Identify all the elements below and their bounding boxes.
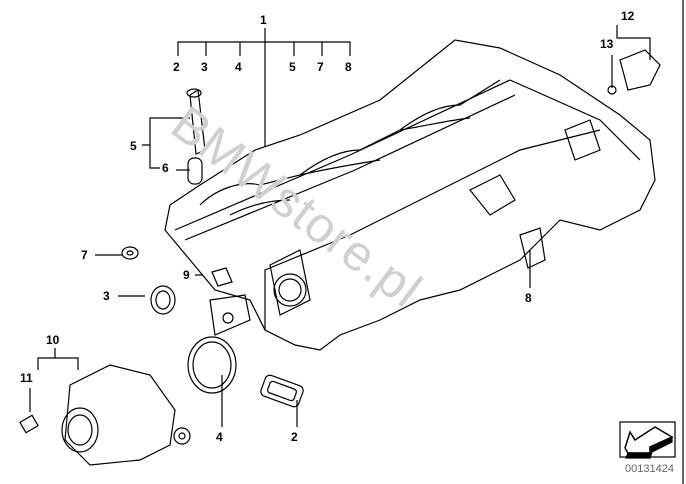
callout-13: 13: [600, 37, 614, 51]
arrow-back-icon[interactable]: [619, 421, 676, 459]
callout-7: 7: [317, 60, 324, 74]
callout-1: 1: [260, 13, 267, 27]
image-code: 00131424: [625, 463, 674, 475]
callout-5b: 5: [130, 139, 137, 153]
callout-2: 2: [173, 60, 180, 74]
callout-7b: 7: [81, 248, 88, 262]
callout-8b: 8: [525, 291, 532, 305]
callout-11: 11: [20, 371, 33, 385]
callout-12: 12: [621, 9, 635, 23]
callout-6: 6: [162, 161, 169, 175]
callout-9: 9: [183, 268, 190, 282]
callout-3b: 3: [103, 289, 110, 303]
callout-8: 8: [345, 60, 352, 74]
callout-10: 10: [46, 333, 60, 347]
parts: [19, 49, 661, 466]
callout-3: 3: [201, 60, 208, 74]
callout-2b: 2: [291, 430, 298, 444]
callout-4b: 4: [216, 430, 223, 444]
callout-5: 5: [289, 60, 296, 74]
callout-4: 4: [235, 60, 242, 74]
manifold-body: [164, 39, 656, 351]
